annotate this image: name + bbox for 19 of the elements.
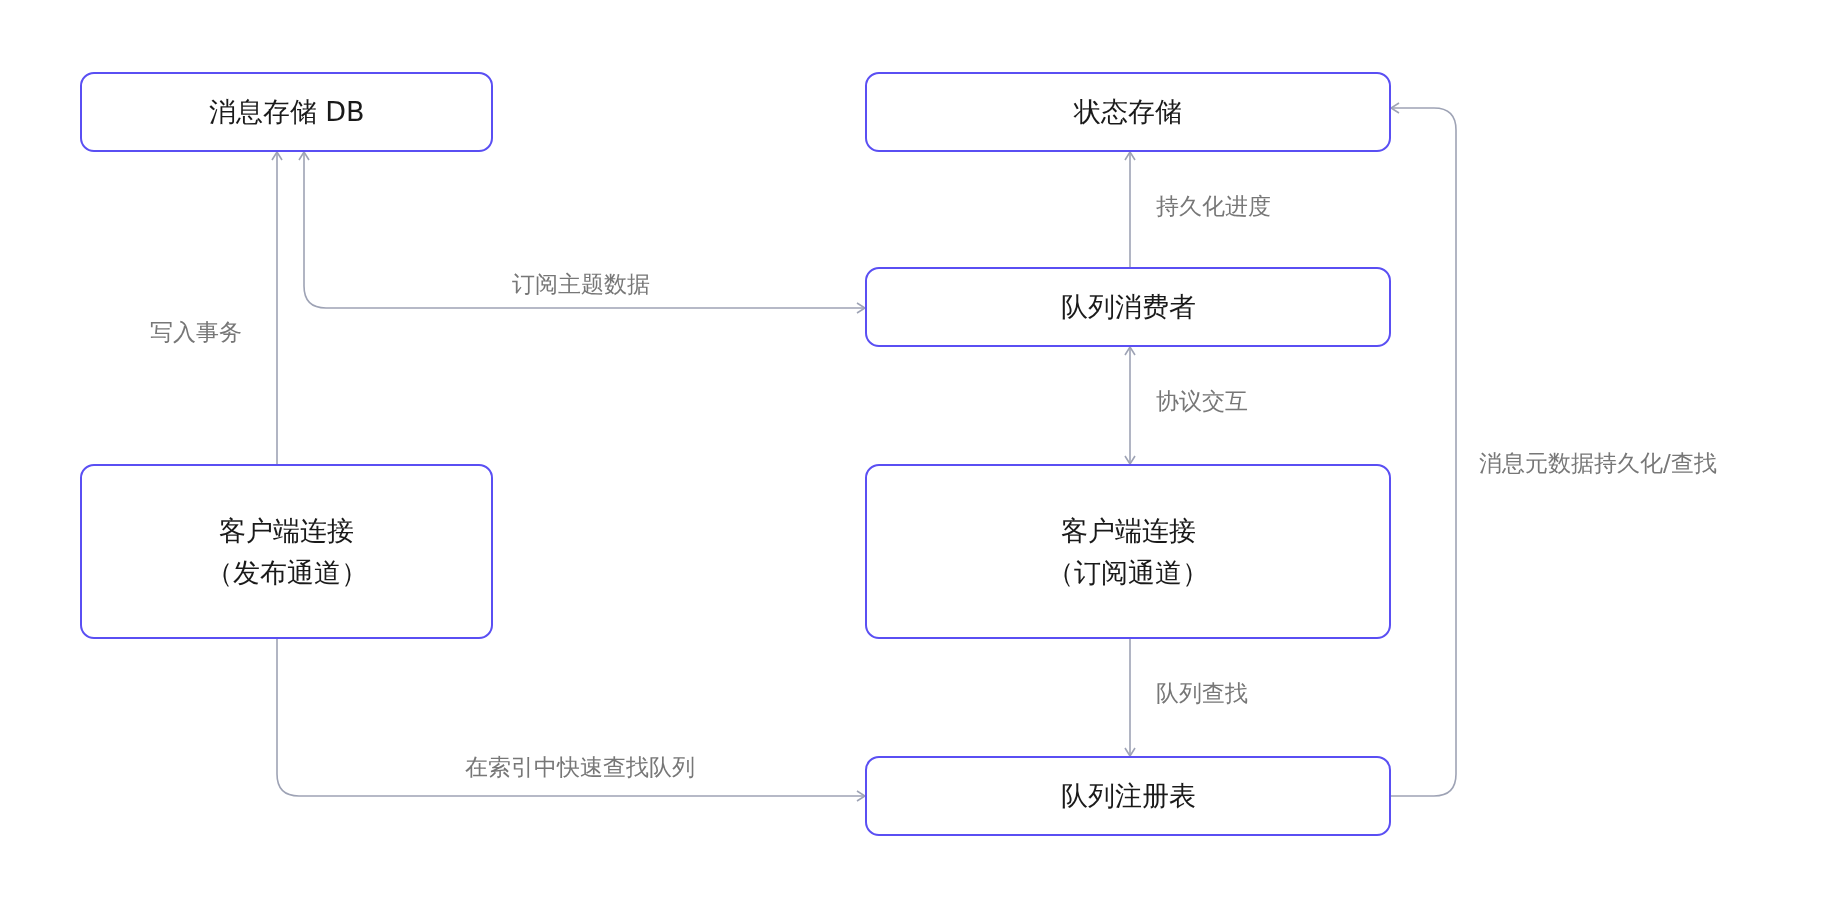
process-box — [80, 72, 493, 152]
node-label: 状态存储 — [1074, 95, 1182, 130]
arrow — [271, 151, 283, 465]
arrow — [276, 638, 866, 802]
arrow — [1390, 102, 1457, 797]
arrow — [298, 151, 866, 314]
arrow — [1124, 638, 1136, 757]
arrow — [1124, 151, 1136, 268]
node-label: 客户端连接（订阅通道） — [1047, 513, 1209, 590]
arrow — [1124, 346, 1136, 465]
node-label: 队列消费者 — [1060, 290, 1196, 325]
process-box — [865, 72, 1391, 152]
node-label: 客户端连接（发布通道） — [205, 513, 368, 590]
process-box — [865, 267, 1391, 347]
process-box — [865, 464, 1391, 639]
process-box — [80, 464, 493, 639]
node-label: 队列注册表 — [1060, 779, 1196, 814]
process-box — [865, 756, 1391, 836]
node-label: 消息存储 DB — [208, 95, 365, 130]
